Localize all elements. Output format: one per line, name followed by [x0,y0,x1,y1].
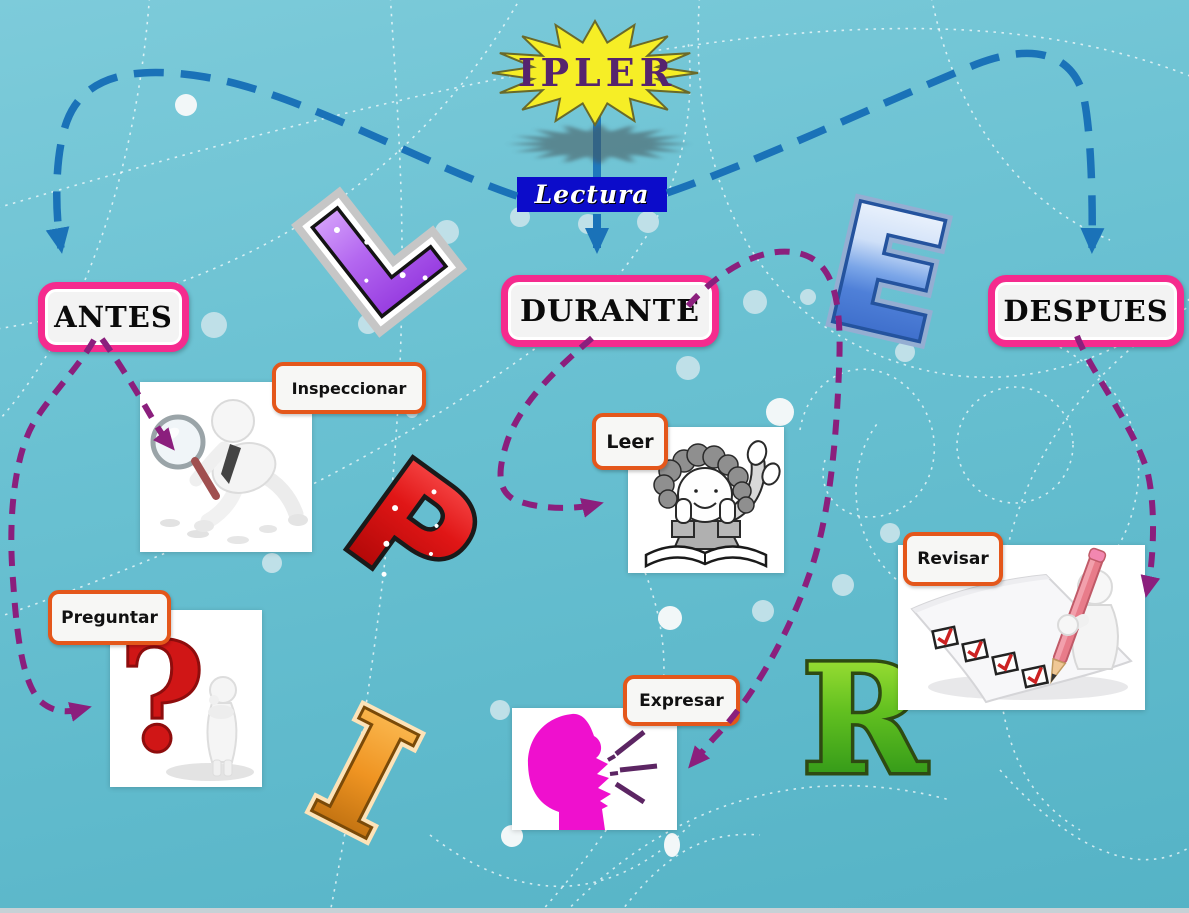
svg-text:L: L [286,155,468,351]
phase-antes-box: ANTES [38,282,189,352]
svg-text:I: I [290,677,438,873]
ipler-starburst [491,18,699,128]
connector-antes-preguntar [8,338,97,722]
letter-i-orange: I I I [283,670,445,880]
connector-lectura-antes [45,68,519,254]
phase-durante-box: DURANTE [501,275,719,347]
svg-text:E: E [811,168,964,380]
svg-text:L: L [286,155,468,351]
letter-e-glossy: E E E [803,160,972,388]
lectura-label: Lectura [517,177,667,212]
svg-text:E: E [811,168,964,380]
svg-text:L: L [286,155,468,351]
svg-text:I: I [290,677,438,873]
page-title: IPLER [518,50,677,95]
svg-text:I: I [290,677,438,873]
step-expresar-tag: Expresar [623,675,740,726]
svg-text:E: E [811,168,964,380]
phase-despues-box: DESPUES [988,275,1184,347]
svg-text:L: L [286,155,468,351]
step-revisar-tag: Revisar [903,532,1003,586]
step-preguntar-tag: Preguntar [48,590,171,645]
expresar-illustration [512,708,677,830]
svg-text:P: P [317,429,508,634]
bottom-edge-strip [0,908,1189,913]
title-stem-line [593,106,601,180]
letter-p-sparkle: P P [312,425,512,639]
letter-l-glitter: L L L L [269,138,485,368]
svg-text:P: P [317,429,508,634]
step-leer-tag: Leer [592,413,668,470]
connector-durante-leer [497,335,604,518]
connector-lectura-despues [665,49,1105,254]
starburst-shadow [508,123,690,165]
step-inspeccionar-tag: Inspeccionar [272,362,426,414]
